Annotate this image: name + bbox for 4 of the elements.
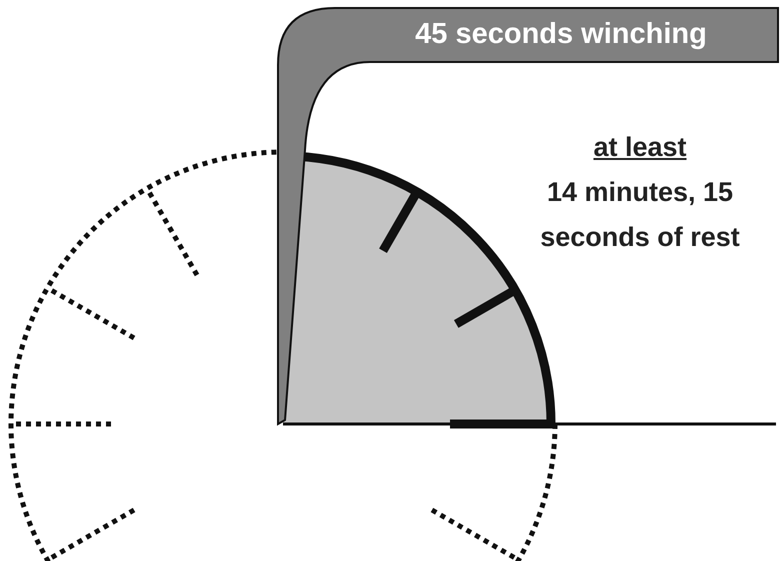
rest-note: 14 minutes, 15 seconds of rest <box>539 176 741 254</box>
rest-note: at least <box>592 131 688 164</box>
band-label: 45 seconds winching <box>414 17 708 51</box>
winching-band <box>276 5 780 427</box>
